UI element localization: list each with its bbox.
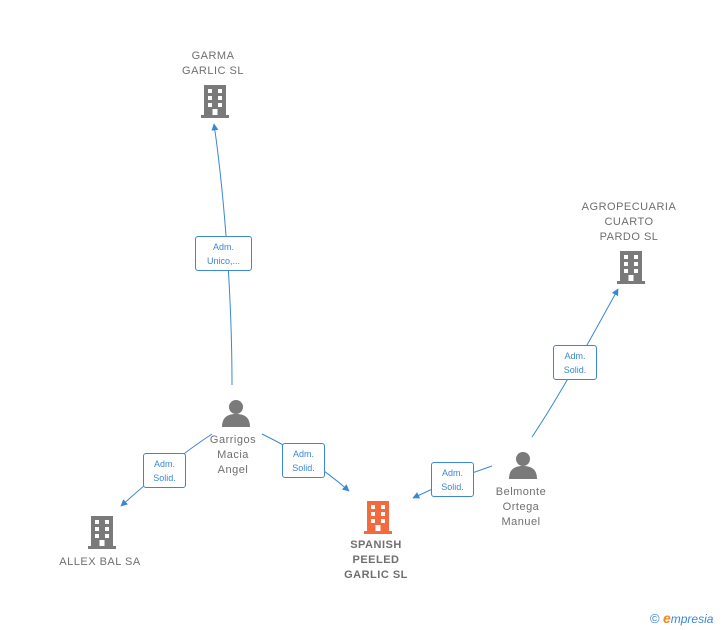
- edge-label-line2: Solid.: [292, 462, 315, 473]
- node-label-spanish[interactable]: SPANISH PEELED GARLIC SL: [344, 539, 408, 581]
- edge-label-line1: Adm.: [212, 241, 234, 252]
- edge-label-garrigos-garma[interactable]: Adm. Unico,...: [195, 236, 252, 271]
- edge-label-belmonte-spanish[interactable]: Adm. Solid.: [431, 462, 474, 497]
- edge-label-line1: Adm.: [153, 458, 175, 469]
- person-icon-belmonte[interactable]: [509, 452, 537, 479]
- edge-label-garrigos-spanish[interactable]: Adm. Solid.: [282, 443, 325, 478]
- node-label-allex[interactable]: ALLEX BAL SA: [59, 556, 141, 568]
- edge-label-line1: Adm.: [564, 350, 586, 361]
- edge-label-line2: Solid.: [153, 472, 176, 483]
- node-label-belmonte[interactable]: Belmonte Ortega Manuel: [495, 486, 547, 528]
- building-icon-spanish[interactable]: [364, 501, 392, 534]
- node-label-garrigos[interactable]: Garrigos Macia Angel: [209, 434, 257, 476]
- footer-brand[interactable]: © empresia: [650, 610, 713, 626]
- brand-name: mpresia: [670, 612, 714, 626]
- edge-label-line2: Solid.: [441, 481, 464, 492]
- building-icon-garma[interactable]: [201, 85, 229, 118]
- edge-label-garrigos-allex[interactable]: Adm. Solid.: [143, 453, 186, 488]
- brand-initial: e: [662, 610, 671, 626]
- edge-label-belmonte-agropecuaria[interactable]: Adm. Solid.: [553, 345, 597, 380]
- edge-label-line2: Solid.: [563, 364, 587, 375]
- building-icon-allex[interactable]: [88, 516, 116, 549]
- edge-label-line1: Adm.: [292, 448, 314, 459]
- node-label-garma[interactable]: GARMA GARLIC SL: [182, 50, 244, 77]
- edge-label-line1: Adm.: [441, 467, 463, 478]
- edge-label-line2: Unico,...: [206, 255, 240, 266]
- node-label-agropecuaria[interactable]: AGROPECUARIA CUARTO PARDO SL: [581, 201, 677, 243]
- copyright-icon: ©: [650, 611, 660, 626]
- person-icon-garrigos[interactable]: [222, 400, 250, 427]
- building-icon-agropecuaria[interactable]: [617, 251, 645, 284]
